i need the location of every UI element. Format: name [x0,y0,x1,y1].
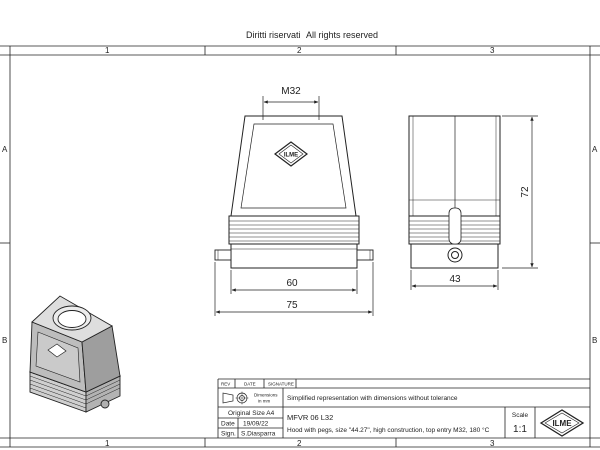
front-dimension-lines [214,96,374,316]
brand-logo-text: ILME [552,419,572,428]
simplified-representation-note: Simplified representation with dimension… [287,395,458,402]
scale-value: 1:1 [513,424,527,435]
original-size: Original Size A4 [228,410,275,417]
zone-column-1-top: 1 [105,46,110,55]
zone-column-3-top: 3 [490,46,495,55]
side-view-hood [408,115,501,269]
dimension-overall-75: 75 [286,300,298,311]
zone-row-a-left: A [2,145,8,154]
dimensions-label: Dimensions [254,393,278,398]
date-key: Date [221,421,235,428]
zone-column-1-bottom: 1 [105,439,110,448]
dimension-depth-43: 43 [449,274,461,285]
sheet-frame [0,45,600,448]
date-value: 19/09/22 [243,421,269,428]
front-view-hood [214,115,374,269]
projection-symbol-icon [222,391,249,405]
title-block-date-label: DATE [244,382,256,387]
dimensions-unit: in mm [258,399,271,404]
zone-row-a-right: A [592,145,598,154]
front-logo-badge: ILME [274,141,308,167]
sign-key: Sign. [221,431,236,438]
title-block-signature-label: SIGNATURE [268,382,294,387]
rights-notice-english: All rights reserved [306,30,378,40]
dimension-height-72: 72 [520,186,531,198]
zone-column-2-bottom: 2 [297,439,302,448]
zone-column-3-bottom: 3 [490,439,495,448]
isometric-view-hood [28,295,122,413]
rights-notice-italian: Diritti riservati [246,30,301,40]
title-block-rev-label: REV [221,382,230,387]
title-block-frame [217,378,590,438]
side-dimension-lines [410,115,538,290]
brand-logo: ILME [539,409,585,437]
zone-row-b-left: B [2,336,7,345]
dimension-base-60: 60 [286,278,298,289]
zone-column-2-top: 2 [297,46,302,55]
dimension-thread-m32: M32 [281,86,301,97]
front-logo-text: ILME [284,153,298,159]
part-description: Hood with pegs, size "44.27", high const… [287,426,490,434]
zone-row-b-right: B [592,336,597,345]
part-number: MFVR 06 L32 [287,413,333,422]
sign-value: S.Diasparra [241,431,276,438]
scale-label: Scale [512,412,529,419]
